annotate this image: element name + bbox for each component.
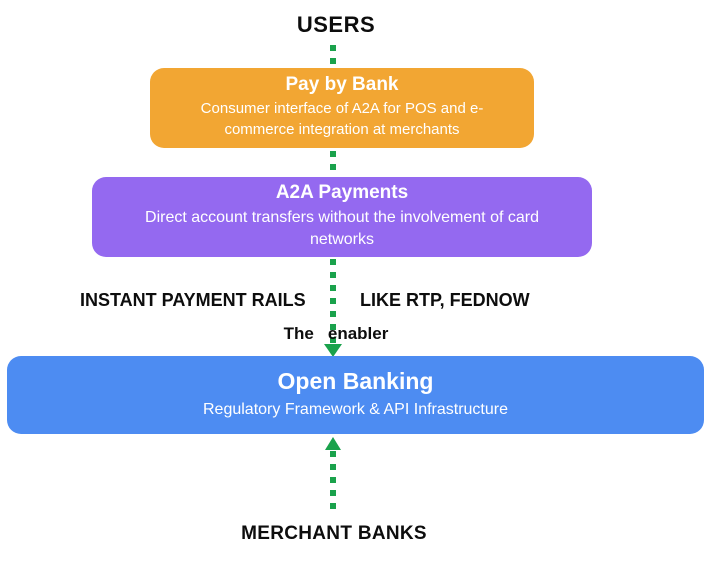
a2a-payments-title: A2A Payments [275, 181, 409, 203]
open-banking-description: Regulatory Framework & API Infrastructur… [203, 400, 508, 418]
dotted-connector-a2a-openbanking [330, 259, 336, 344]
dotted-connector-banks-openbanking [330, 451, 336, 509]
pay-by-bank-description: Consumer interface of A2A for POS and e-… [200, 100, 484, 138]
pay-by-bank-title: Pay by Bank [285, 74, 399, 96]
dotted-connector-paybank-a2a [330, 151, 336, 174]
arrowhead-up-icon [325, 437, 341, 450]
the-enabler-right-word: enabler [327, 324, 389, 343]
open-banking-box: Open Banking Regulatory Framework & API … [7, 356, 704, 434]
the-enabler-left-word: The [283, 324, 314, 343]
like-rtp-fednow-label: LIKE RTP, FEDNOW [360, 290, 530, 310]
users-label: USERS [296, 12, 376, 37]
the-enabler-label: The enabler [284, 324, 389, 344]
instant-payment-rails-label: INSTANT PAYMENT RAILS [80, 290, 306, 310]
open-banking-title: Open Banking [277, 367, 434, 394]
merchant-banks-label: MERCHANT BANKS [241, 523, 427, 544]
arrowhead-down-icon [324, 344, 342, 357]
dotted-connector-users-paybank [330, 45, 336, 65]
a2a-payments-box: A2A Payments Direct account transfers wi… [92, 177, 592, 257]
pay-by-bank-box: Pay by Bank Consumer interface of A2A fo… [150, 68, 534, 148]
a2a-payments-description: Direct account transfers without the inv… [145, 208, 539, 248]
